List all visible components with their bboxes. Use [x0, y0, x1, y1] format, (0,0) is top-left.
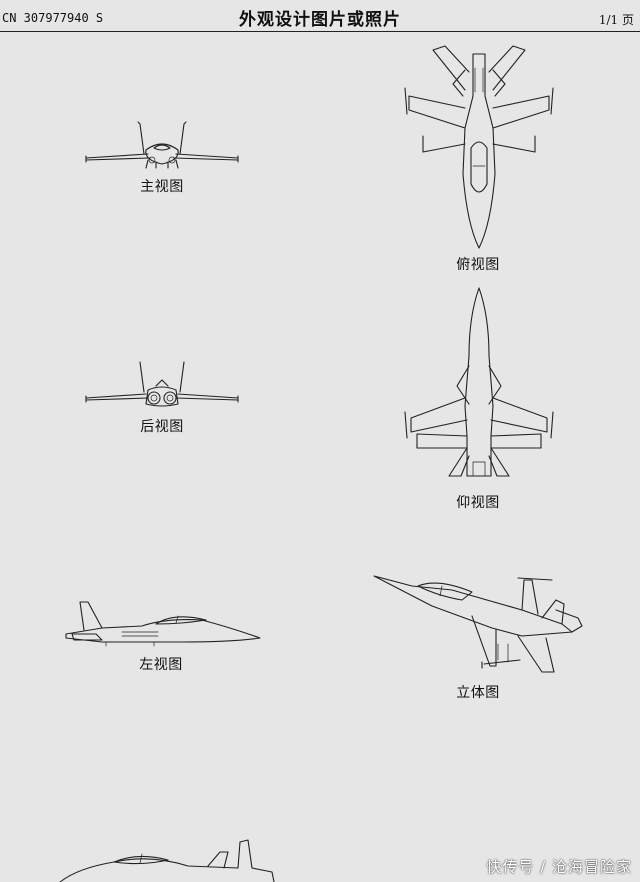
page-number: 1/1 页: [598, 13, 634, 27]
left-view-caption: 左视图: [139, 657, 183, 673]
partial-side-view: [58, 838, 278, 882]
watermark: 快传号 / 沧海冒险家: [486, 858, 632, 876]
bottom-view-drawing: [404, 287, 554, 477]
rear-view-drawing: [85, 361, 239, 407]
front-view-caption: 主视图: [140, 179, 184, 195]
perspective-view-drawing: [373, 575, 583, 673]
page-title: 外观设计图片或照片: [239, 10, 401, 30]
top-view-caption: 俯视图: [456, 257, 500, 273]
top-view: 俯视图: [403, 44, 555, 273]
header-rule: [0, 31, 640, 32]
front-view: 主视图: [85, 120, 239, 195]
rear-view-caption: 后视图: [140, 419, 184, 435]
partial-side-view-drawing: [59, 839, 275, 882]
perspective-view: 立体图: [372, 574, 586, 701]
bottom-view-caption: 仰视图: [456, 495, 500, 511]
rear-view: 后视图: [85, 360, 239, 435]
patent-number: CN 307977940 S: [2, 11, 104, 25]
page-header: CN 307977940 S 外观设计图片或照片 1/1 页: [0, 0, 640, 34]
left-view: 左视图: [62, 598, 262, 673]
top-view-drawing: [404, 45, 554, 249]
front-view-drawing: [85, 121, 239, 169]
bottom-view: 仰视图: [403, 286, 555, 511]
left-view-drawing: [65, 601, 261, 647]
perspective-view-caption: 立体图: [456, 685, 500, 701]
